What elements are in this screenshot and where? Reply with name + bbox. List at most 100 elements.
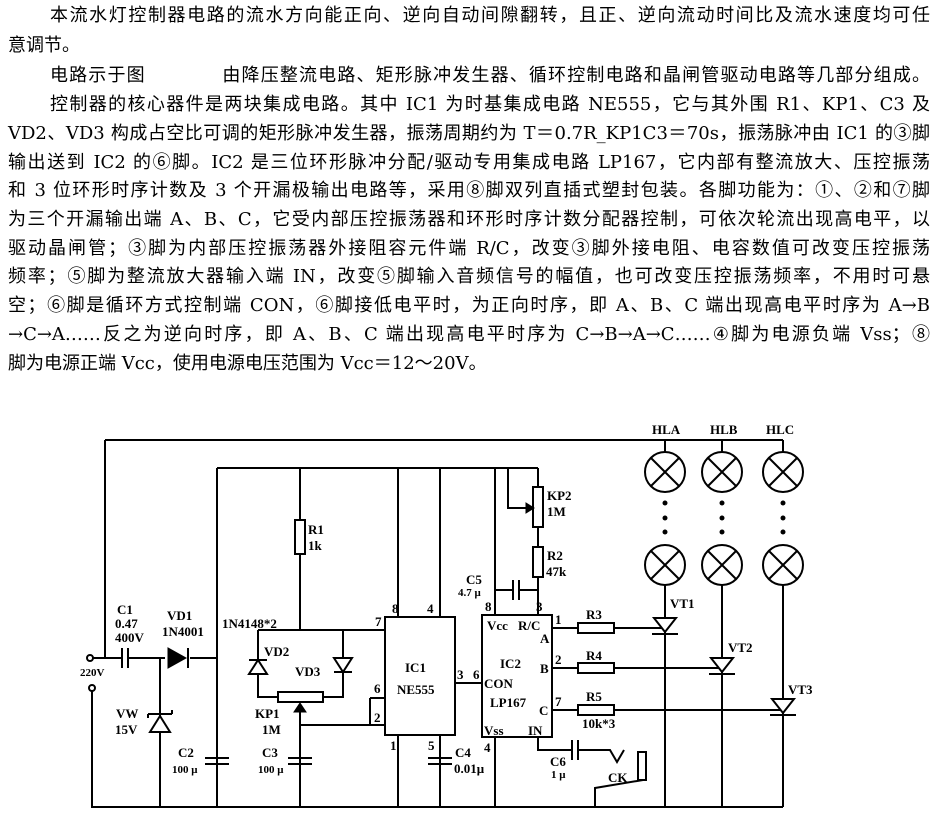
ic2-vcc-label: Vcc <box>487 618 508 633</box>
kp2-value: 1M <box>547 504 566 519</box>
pin-label: 1 <box>390 738 397 753</box>
ck-label: CK <box>608 770 628 785</box>
diode-vd2-icon <box>247 658 269 675</box>
vt1-label: VT1 <box>670 596 695 611</box>
diode-vd1-icon <box>167 647 189 669</box>
pin-label: 7 <box>375 614 382 629</box>
c3-value: 100 μ <box>258 764 284 776</box>
hlc-label: HLC <box>766 422 794 437</box>
ic1-label: IC1 <box>405 660 426 675</box>
c2-value: 100 μ <box>172 764 198 776</box>
pin-label: 8 <box>485 599 492 614</box>
diodes-label: 1N4148*2 <box>222 616 277 631</box>
ic2-label: IC2 <box>500 656 521 671</box>
ic2-b-label: B <box>540 661 549 676</box>
dot-icon <box>719 500 725 506</box>
text-line: →C→A……反之为逆向时序，即 A、B、C 端出现高电平时序为 C→B→A→C…… <box>8 324 930 345</box>
c1-label: C1 <box>117 602 133 617</box>
text-line: 控制器的核心器件是两块集成电路。其中 IC1 为时基集成电路 NE555，它与其… <box>50 94 930 115</box>
text-line: 电路示于图 由降压整流电路、矩形脉冲发生器、循环控制电路和晶闸管驱动电路等几部分… <box>50 65 930 86</box>
thyristor-vt1-icon <box>651 617 679 635</box>
text-line: 脚为电源正端 Vcc，使用电源电压范围为 Vcc＝12～20V。 <box>8 353 487 374</box>
pin-label: 1 <box>555 612 562 627</box>
r2-value: 47k <box>546 564 567 579</box>
lamp-column-hla <box>644 451 686 586</box>
r4-label: R4 <box>586 648 602 663</box>
text-line: 为三个开漏输出端 A、B、C，它受内部压控振荡器和环形时序计数分配器控制，可依次… <box>8 209 930 230</box>
hla-label: HLA <box>652 422 681 437</box>
ac-input-label: 220V <box>80 667 105 679</box>
dot-icon <box>662 515 668 521</box>
lamp-icon <box>644 451 686 493</box>
r1-value: 1k <box>308 538 323 553</box>
text-line: 空；⑥脚是循环方式控制端 CON，⑥脚接低电平时，为正向时序，即 A、B、C 端… <box>8 295 930 316</box>
ic1-chip <box>384 616 456 736</box>
vd3-label: VD3 <box>295 664 321 679</box>
vd1-value: 1N4001 <box>162 624 204 639</box>
r5-label: R5 <box>586 689 602 704</box>
pin-label: 8 <box>392 601 399 616</box>
ic2-a-label: A <box>540 631 550 646</box>
c6-label: C6 <box>550 754 566 769</box>
ic2-vss-label: Vss <box>484 723 504 738</box>
text-line: 本流水灯控制器电路的流水方向能正向、逆向自动间隙翻转，且正、逆向流动时间比及流水… <box>50 5 930 26</box>
pin-label: 4 <box>484 740 491 755</box>
c3-label: C3 <box>262 745 278 760</box>
c5-value: 4.7 μ <box>458 587 482 599</box>
vw-value: 15V <box>115 722 138 737</box>
c6-value: 1 μ <box>551 769 566 781</box>
c5-label: C5 <box>466 572 482 587</box>
dot-icon <box>662 529 668 535</box>
capacitor-c5-icon <box>512 580 520 600</box>
ck-jack-icon <box>637 751 647 781</box>
resistor-r1-icon <box>294 519 306 555</box>
resistor-r2-icon <box>532 546 544 578</box>
vw-label: VW <box>116 706 138 721</box>
zener-vw-icon <box>147 710 173 733</box>
dot-icon <box>780 515 786 521</box>
ic2-chip <box>481 614 553 738</box>
vt3-label: VT3 <box>788 682 813 697</box>
r1-label: R1 <box>308 522 324 537</box>
pin-label: 3 <box>457 667 464 682</box>
text-line: VD2、VD3 构成占空比可调的矩形脉冲发生器，振荡周期约为 T＝0.7R_KP… <box>8 123 930 144</box>
terminal-icon <box>88 684 96 692</box>
pin-label: 3 <box>536 599 543 614</box>
lamp-column-hlc <box>762 451 804 586</box>
r2-label: R2 <box>547 548 563 563</box>
capacitor-c2-icon <box>205 757 229 765</box>
potentiometer-kp2-icon <box>525 486 544 528</box>
ic2-value: LP167 <box>490 695 527 710</box>
text-line: 意调节。 <box>8 35 80 56</box>
thyristor-vt3-icon <box>769 698 797 716</box>
r5-value: 10k*3 <box>582 716 616 731</box>
text-line: 输出送到 IC2 的⑥脚。IC2 是三位环形脉冲分配/驱动专用集成电路 LP16… <box>8 152 930 173</box>
text-line: 频率；⑤脚为整流放大器输入端 IN，改变⑤脚输入音频信号的幅值，也可改变压控振荡… <box>8 266 930 287</box>
pin-label: 5 <box>428 738 435 753</box>
hlb-label: HLB <box>710 422 738 437</box>
resistor-r4-icon <box>577 662 615 674</box>
pin-label: 2 <box>374 710 381 725</box>
pin-label: 6 <box>473 667 480 682</box>
terminal-icon <box>86 654 94 662</box>
lamp-column-hlb <box>701 451 743 586</box>
diode-vd3-icon <box>332 657 354 674</box>
capacitor-c4-icon <box>428 757 452 765</box>
capacitor-c6-icon <box>571 740 579 760</box>
ic2-in-label: IN <box>528 723 543 738</box>
kp1-value: 1M <box>262 722 281 737</box>
resistor-r3-icon <box>577 622 615 634</box>
pin-label: 2 <box>555 652 562 667</box>
vt2-label: VT2 <box>728 640 753 655</box>
text-line: 和 3 位环形时序计数及 3 个开漏极输出电路等，采用⑧脚双列直插式塑封包装。各… <box>8 180 930 201</box>
dot-icon <box>780 500 786 506</box>
lamp-icon <box>701 451 743 493</box>
c2-label: C2 <box>178 745 194 760</box>
ic1-value: NE555 <box>397 682 435 697</box>
ic2-c-label: C <box>539 703 548 718</box>
pin-numbers: 8 4 7 6 2 3 6 1 5 8 3 1 2 7 4 <box>374 599 562 755</box>
vd1-label: VD1 <box>167 608 192 623</box>
ic2-con-label: CON <box>484 676 514 691</box>
dot-icon <box>662 500 668 506</box>
